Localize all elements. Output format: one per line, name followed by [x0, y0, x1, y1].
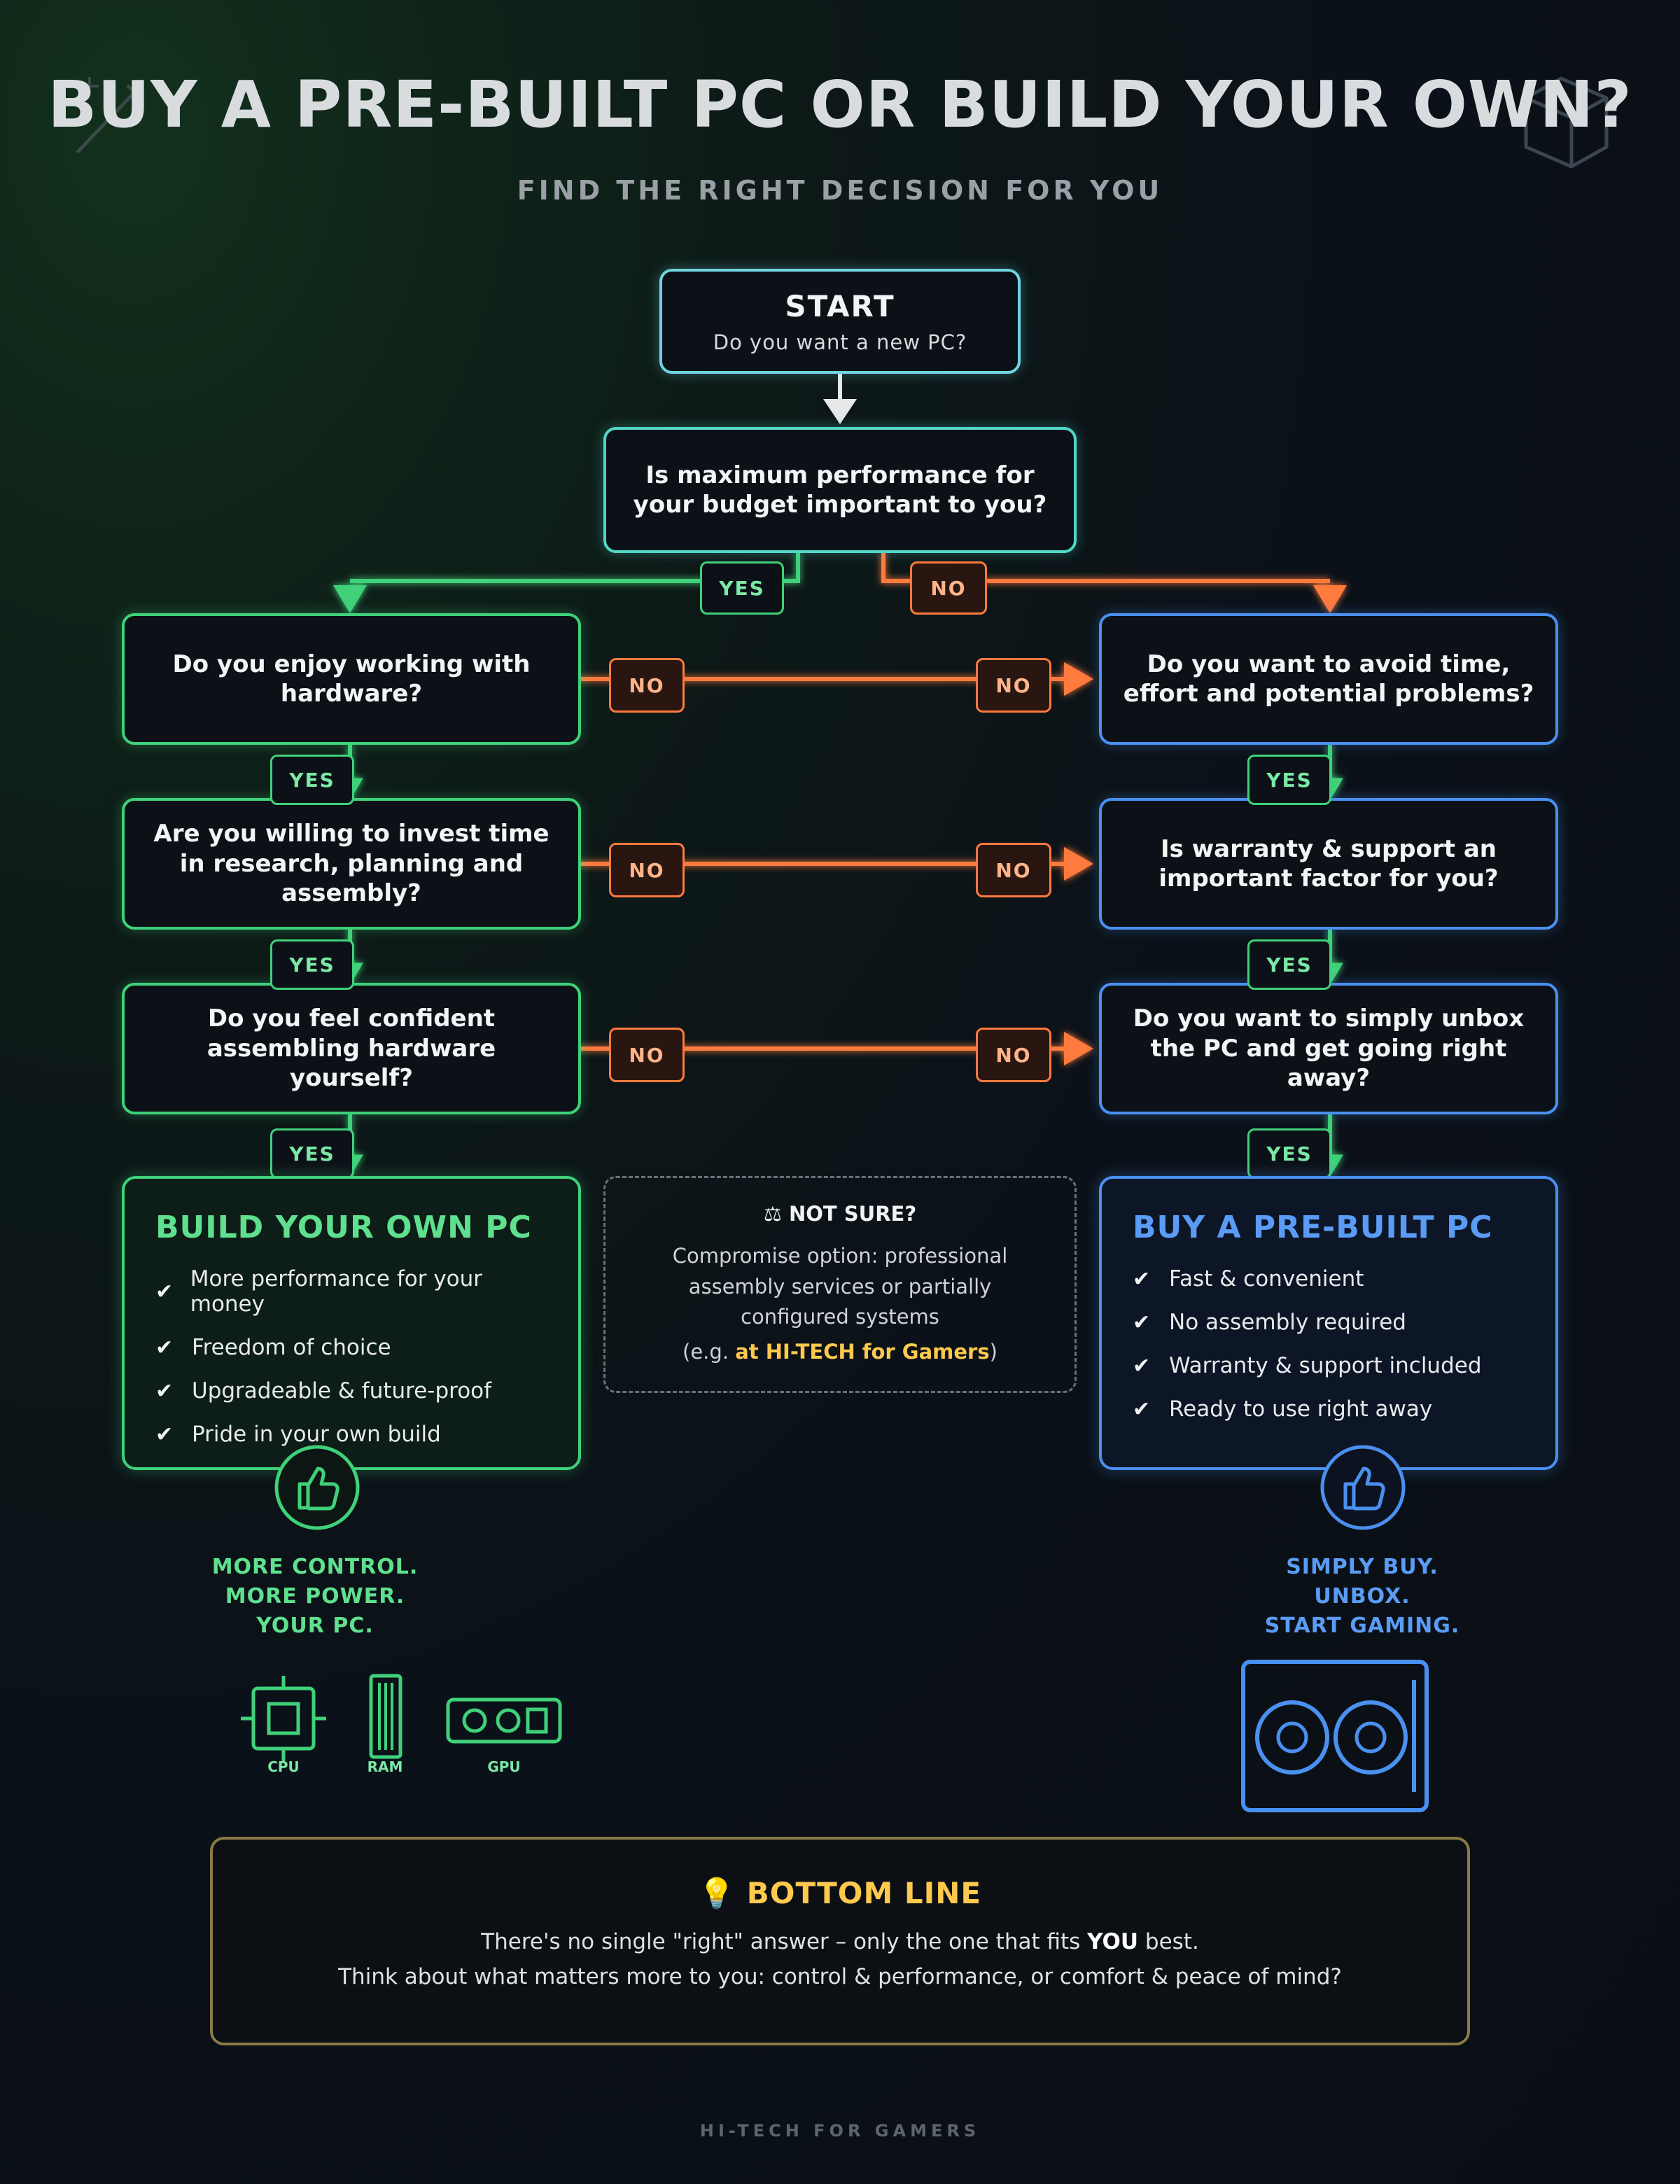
no-tag-row3-right: NO: [976, 1028, 1051, 1082]
page-subtitle: FIND THE RIGHT DECISION FOR YOU: [517, 175, 1163, 206]
check-icon: ✔: [1133, 1310, 1151, 1335]
bottom-line-text-1a: There's no single "right" answer – only …: [481, 1929, 1088, 1954]
no-tag-row2-right: NO: [976, 843, 1051, 897]
gpu-label: GPU: [487, 1758, 521, 1775]
prebuilt-item: ✔ Warranty & support included: [1133, 1353, 1525, 1378]
main-no-tag: NO: [910, 561, 987, 615]
left-question-1: Do you enjoy working with hardware?: [122, 613, 581, 745]
right-question-2-text: Is warranty & support an important facto…: [1158, 834, 1499, 893]
yes-tag-right-2: YES: [1247, 939, 1331, 990]
start-label: START: [785, 288, 895, 323]
check-icon: ✔: [155, 1335, 174, 1360]
check-icon: ✔: [1133, 1353, 1151, 1378]
build-item-text: Pride in your own build: [192, 1422, 441, 1447]
ram-label: RAM: [367, 1758, 403, 1775]
cpu-label: CPU: [267, 1758, 300, 1775]
cpu-icon: [241, 1676, 326, 1761]
build-slogan-line: MORE POWER.: [225, 1584, 405, 1609]
build-item: ✔ More performance for your money: [155, 1266, 547, 1317]
prebuilt-item: ✔ No assembly required: [1133, 1310, 1525, 1335]
right-question-3-text: Do you want to simply unbox the PC and g…: [1133, 1004, 1525, 1093]
yes-tag-right-1: YES: [1247, 755, 1331, 805]
start-question: Do you want a new PC?: [713, 330, 967, 354]
prebuilt-item: ✔ Ready to use right away: [1133, 1396, 1525, 1422]
build-result-title: BUILD YOUR OWN PC: [155, 1210, 532, 1245]
page-title: BUY A PRE-BUILT PC OR BUILD YOUR OWN?: [48, 67, 1632, 142]
no-tag-row1-right: NO: [976, 658, 1051, 713]
no-tag-row3-left: NO: [609, 1028, 685, 1082]
not-sure-example-prefix: (e.g.: [682, 1339, 736, 1364]
prebuilt-slogan-line: START GAMING.: [1264, 1614, 1460, 1638]
bottom-line-text-1b: best.: [1138, 1929, 1199, 1954]
prebuilt-result-title: BUY A PRE-BUILT PC: [1133, 1210, 1493, 1245]
build-item: ✔ Upgradeable & future-proof: [155, 1378, 547, 1404]
build-item-text: Upgradeable & future-proof: [192, 1378, 492, 1404]
not-sure-highlight: at HI-TECH for Gamers: [735, 1339, 990, 1364]
build-item-text: More performance for your money: [190, 1266, 483, 1317]
check-icon: ✔: [1133, 1266, 1151, 1292]
yes-tag-right-3: YES: [1247, 1128, 1331, 1179]
build-item: ✔ Freedom of choice: [155, 1335, 547, 1360]
prebuilt-result-card: BUY A PRE-BUILT PC ✔ Fast & convenient ✔ N…: [1099, 1176, 1558, 1470]
prebuilt-item-text: Fast & convenient: [1169, 1266, 1364, 1292]
start-node: START Do you want a new PC?: [659, 269, 1021, 374]
gpu-icon: [446, 1698, 562, 1744]
build-item-text: Freedom of choice: [192, 1335, 391, 1360]
check-icon: ✔: [155, 1279, 174, 1304]
right-question-2: Is warranty & support an important facto…: [1099, 798, 1558, 930]
cube-icon: [1524, 76, 1609, 169]
build-slogan: MORE CONTROL. MORE POWER. YOUR PC.: [175, 1553, 455, 1641]
build-item: ✔ Pride in your own build: [155, 1422, 547, 1447]
main-yes-tag: YES: [700, 561, 784, 615]
bottom-line-bold: YOU: [1087, 1929, 1139, 1954]
left-question-3: Do you feel confident assembling hardwar…: [122, 983, 581, 1114]
yes-tag-left-2: YES: [270, 939, 354, 990]
prebuilt-slogan-line: SIMPLY BUY.: [1286, 1555, 1438, 1579]
right-question-3: Do you want to simply unbox the PC and g…: [1099, 983, 1558, 1114]
prebuilt-slogan-line: UNBOX.: [1314, 1584, 1410, 1609]
scale-icon: ⚖: [763, 1202, 789, 1226]
build-result-card: BUILD YOUR OWN PC ✔ More performance for …: [122, 1176, 581, 1470]
bottom-line-text-2: Think about what matters more to you: co…: [338, 1964, 1342, 1989]
prebuilt-item-text: Warranty & support included: [1169, 1353, 1482, 1378]
check-icon: ✔: [155, 1422, 174, 1447]
left-question-2-text: Are you willing to invest time in resear…: [153, 820, 550, 908]
right-question-1-text: Do you want to avoid time, effort and po…: [1123, 650, 1534, 708]
bottom-line-box: 💡 BOTTOM LINE There's no single "right" …: [210, 1837, 1470, 2045]
check-icon: ✔: [155, 1378, 174, 1404]
no-tag-row1-left: NO: [609, 658, 685, 713]
prebuilt-item: ✔ Fast & convenient: [1133, 1266, 1525, 1292]
not-sure-box: ⚖ NOT SURE? Compromise option: professio…: [603, 1176, 1077, 1393]
lightbulb-icon: 💡: [698, 1876, 747, 1910]
build-slogan-line: YOUR PC.: [256, 1614, 374, 1638]
not-sure-title: NOT SURE?: [788, 1202, 917, 1226]
left-question-3-text: Do you feel confident assembling hardwar…: [206, 1004, 496, 1093]
thumbs-up-icon: [274, 1445, 360, 1530]
wand-icon: [76, 77, 143, 154]
right-question-1: Do you want to avoid time, effort and po…: [1099, 613, 1558, 745]
ram-icon: [369, 1674, 402, 1759]
main-question-text: Is maximum performance for your budget i…: [633, 461, 1047, 519]
prebuilt-slogan: SIMPLY BUY. UNBOX. START GAMING.: [1222, 1553, 1502, 1641]
main-question-node: Is maximum performance for your budget i…: [603, 427, 1077, 553]
yes-tag-left-3: YES: [270, 1128, 354, 1179]
yes-tag-left-1: YES: [270, 755, 354, 805]
bottom-line-title: BOTTOM LINE: [746, 1876, 982, 1910]
thumbs-up-icon: [1320, 1445, 1406, 1530]
left-question-1-text: Do you enjoy working with hardware?: [172, 650, 531, 708]
prebuilt-item-text: Ready to use right away: [1169, 1396, 1433, 1422]
left-question-2: Are you willing to invest time in resear…: [122, 798, 581, 930]
not-sure-example-suffix: ): [989, 1339, 997, 1364]
footer-brand: HI-TECH FOR GAMERS: [699, 2121, 981, 2141]
prebuilt-item-text: No assembly required: [1169, 1310, 1406, 1335]
pc-case-icon: [1241, 1660, 1429, 1812]
no-tag-row2-left: NO: [609, 843, 685, 897]
check-icon: ✔: [1133, 1396, 1151, 1422]
build-slogan-line: MORE CONTROL.: [211, 1555, 419, 1579]
not-sure-text: Compromise option: professional assembly…: [672, 1244, 1008, 1329]
